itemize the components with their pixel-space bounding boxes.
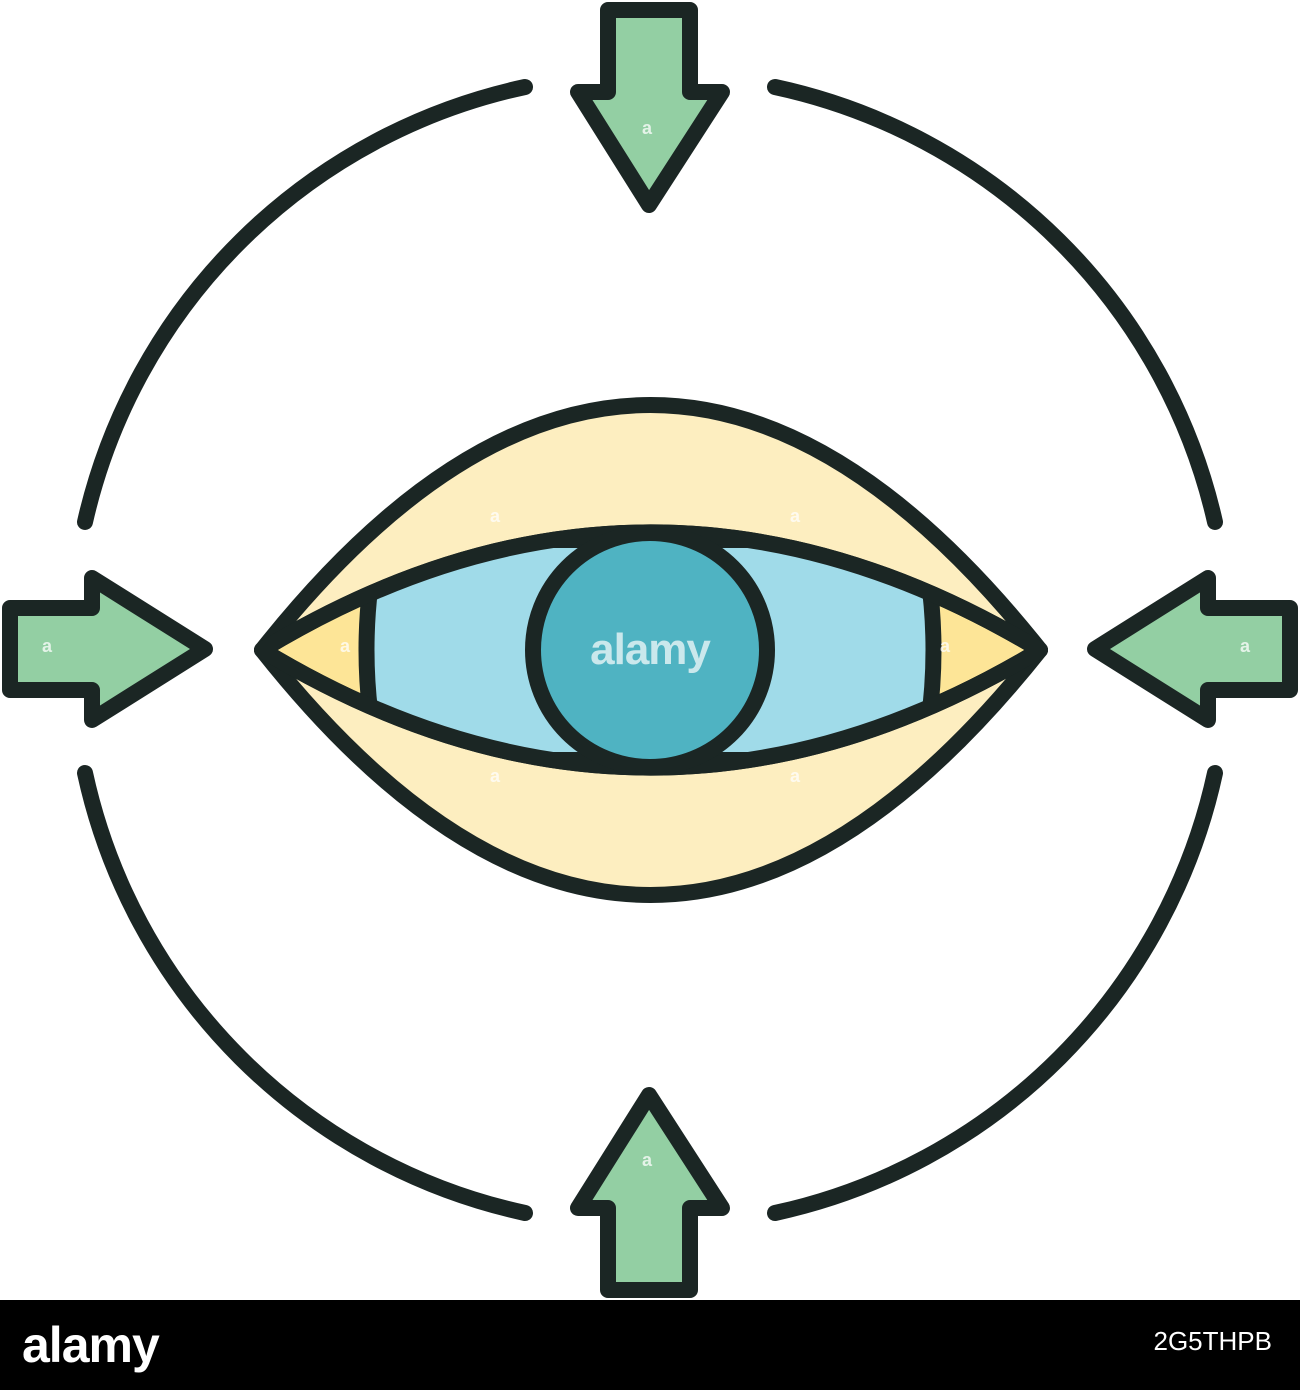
ring-segment-bottom-left — [77, 765, 533, 1221]
image-id: 2G5THPB — [1153, 1326, 1273, 1356]
arrow-left-icon — [1087, 570, 1298, 728]
ring-segment-top-left — [77, 79, 533, 530]
eye-focus-icon — [2, 2, 1298, 1298]
footer-bar: alamy 2G5THPB — [0, 1300, 1300, 1390]
arrow-down-icon — [570, 2, 730, 213]
arrow-right-icon — [2, 570, 213, 728]
ring-segment-bottom-right — [767, 765, 1223, 1221]
arrow-up-icon — [570, 1087, 730, 1298]
iris — [525, 525, 775, 775]
ring-segment-top-right — [767, 79, 1223, 530]
brand-logo: alamy — [22, 1317, 160, 1373]
